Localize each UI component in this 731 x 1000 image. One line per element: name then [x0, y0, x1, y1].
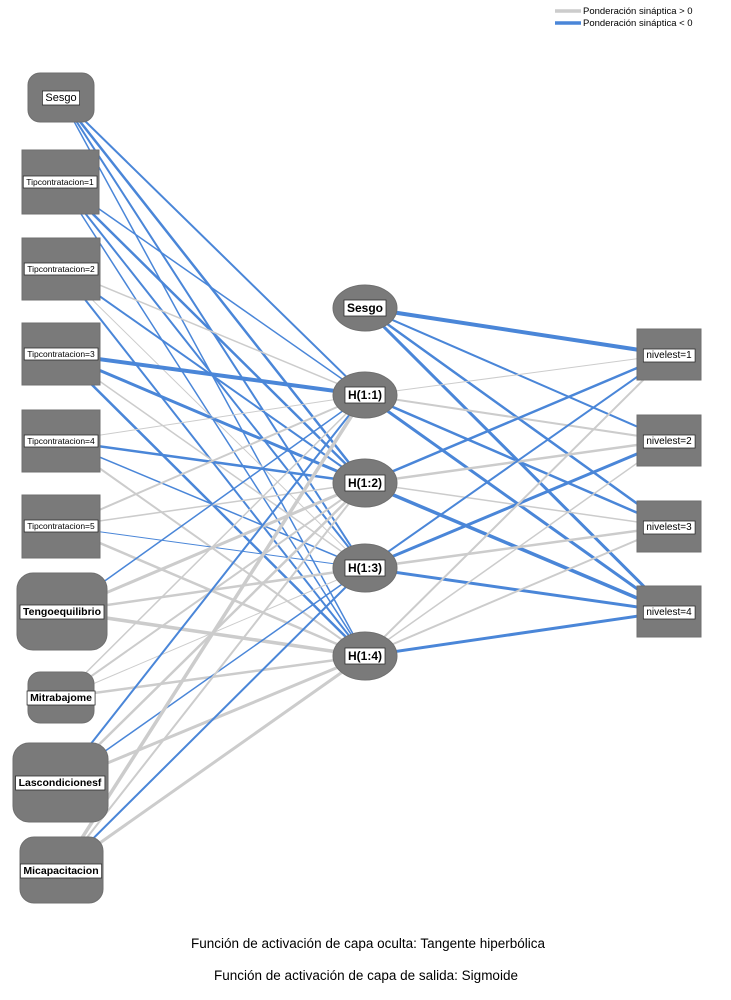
node-label: Tengoequilibrio — [23, 606, 101, 618]
edge-tip4-h1 — [60, 394, 366, 442]
edge-lascond-h3 — [60, 567, 366, 784]
node-label: Sesgo — [347, 301, 383, 315]
node-label-bg — [15, 775, 106, 791]
node-label-bg — [344, 647, 386, 665]
edge-tip2-h1 — [60, 268, 366, 396]
edge-bias_input-h1 — [60, 96, 366, 396]
node-label: Micapacitacion — [23, 865, 98, 877]
edge-micap-h3 — [60, 567, 366, 871]
output-activation-caption: Función de activación de capa de salida:… — [214, 968, 518, 983]
hidden-node-h1-2: H(1:2) — [332, 458, 398, 508]
edge-micap-h2 — [60, 482, 366, 871]
node-label: nivelest=3 — [646, 522, 692, 533]
edge-tip4-h2 — [60, 439, 366, 485]
edge-micap-h4 — [60, 654, 366, 872]
input-node-mitrabajome: Mitrabajome — [26, 671, 96, 724]
output-node-nivelest-3: nivelest=3 — [636, 500, 702, 553]
node-label: Tipcontratacion=2 — [27, 264, 95, 274]
node-label: H(1:2) — [348, 476, 382, 490]
node-label: H(1:1) — [348, 388, 382, 402]
node-label-bg — [642, 434, 696, 449]
input-node-tipcontratacion-3: Tipcontratacion=3 — [21, 322, 101, 386]
node-label: Lascondicionesf — [19, 777, 102, 789]
edge-bias_input-h2 — [60, 96, 366, 484]
edge-h4-o3 — [364, 525, 670, 657]
node-label-bg — [22, 175, 98, 189]
node-label-bg — [344, 559, 386, 577]
node-label: nivelest=2 — [646, 436, 692, 447]
node-label-bg — [23, 262, 99, 276]
input-node-tipcontratacion-5: Tipcontratacion=5 — [21, 494, 101, 559]
node-label-bg — [26, 690, 96, 706]
legend: Ponderación sináptica > 0 Ponderación si… — [555, 6, 693, 29]
node-label: Tipcontratacion=1 — [26, 177, 94, 187]
legend-label-negative: Ponderación sináptica < 0 — [583, 18, 693, 29]
edge-tengo-h2 — [61, 481, 366, 613]
node-label-bg — [19, 604, 105, 620]
node-label-bg — [23, 519, 99, 533]
edge-lascond-h1 — [59, 394, 366, 784]
edge-tip3-h1 — [60, 352, 366, 397]
input-node-tipcontratacion-2: Tipcontratacion=2 — [21, 237, 101, 301]
edge-bias_hidden-o1 — [364, 306, 670, 357]
input-node-bias: Sesgo — [27, 72, 95, 123]
edge-tengo-h1 — [61, 394, 366, 613]
node-label-bg — [642, 520, 696, 535]
hidden-activation-caption: Función de activación de capa oculta: Ta… — [191, 936, 545, 951]
input-node-tengoequilibrio: Tengoequilibrio — [16, 572, 108, 651]
node-label: H(1:4) — [348, 649, 382, 663]
output-node-nivelest-4: nivelest=4 — [636, 585, 702, 638]
node-label: nivelest=4 — [646, 607, 692, 618]
node-label: nivelest=1 — [646, 350, 692, 361]
legend-label-positive: Ponderación sináptica > 0 — [583, 6, 693, 17]
input-node-tipcontratacion-1: Tipcontratacion=1 — [21, 149, 100, 215]
node-label: Tipcontratacion=3 — [27, 349, 95, 359]
synaptic-edges-layer — [59, 96, 671, 872]
output-node-nivelest-1: nivelest=1 — [636, 328, 702, 381]
node-label: Mitrabajome — [30, 692, 92, 704]
hidden-node-h1-4: H(1:4) — [332, 631, 398, 681]
node-label-bg — [19, 863, 103, 879]
edge-mitra-h2 — [60, 482, 366, 699]
hidden-node-h1-3: H(1:3) — [332, 543, 398, 593]
node-label: Tipcontratacion=4 — [27, 436, 95, 446]
edge-micap-h1 — [60, 394, 367, 871]
node-label-bg — [23, 434, 99, 448]
input-node-tipcontratacion-4: Tipcontratacion=4 — [21, 409, 101, 473]
edge-h4-o1 — [364, 353, 670, 657]
node-label-bg — [41, 90, 81, 106]
input-node-lascondicionesf: Lascondicionesf — [12, 742, 109, 823]
hidden-node-bias: Sesgo — [332, 284, 398, 332]
edge-h3-o3 — [364, 525, 670, 570]
edge-mitra-h1 — [60, 394, 366, 699]
node-label: H(1:3) — [348, 561, 382, 575]
node-label-bg — [642, 605, 696, 620]
node-label-bg — [344, 474, 386, 492]
edge-h4-o4 — [364, 610, 670, 658]
edge-tip5-h1 — [60, 394, 366, 528]
edge-h3-o4 — [364, 566, 670, 613]
node-label-bg — [642, 348, 696, 363]
node-label-bg — [344, 386, 386, 404]
node-label-bg — [23, 347, 99, 361]
edge-h3-o1 — [364, 353, 670, 569]
edge-tip5-h2 — [60, 482, 366, 528]
edge-h4-o2 — [364, 439, 670, 657]
output-node-nivelest-2: nivelest=2 — [636, 414, 702, 467]
edge-tip1-h1 — [60, 181, 366, 396]
node-label: Sesgo — [45, 92, 76, 104]
input-node-micapacitacion: Micapacitacion — [19, 836, 104, 904]
node-label: Tipcontratacion=5 — [27, 521, 95, 531]
hidden-node-h1-1: H(1:1) — [332, 371, 398, 419]
edge-h1-o1 — [364, 354, 670, 396]
edge-h2-o1 — [364, 353, 670, 485]
node-label-bg — [343, 299, 387, 317]
